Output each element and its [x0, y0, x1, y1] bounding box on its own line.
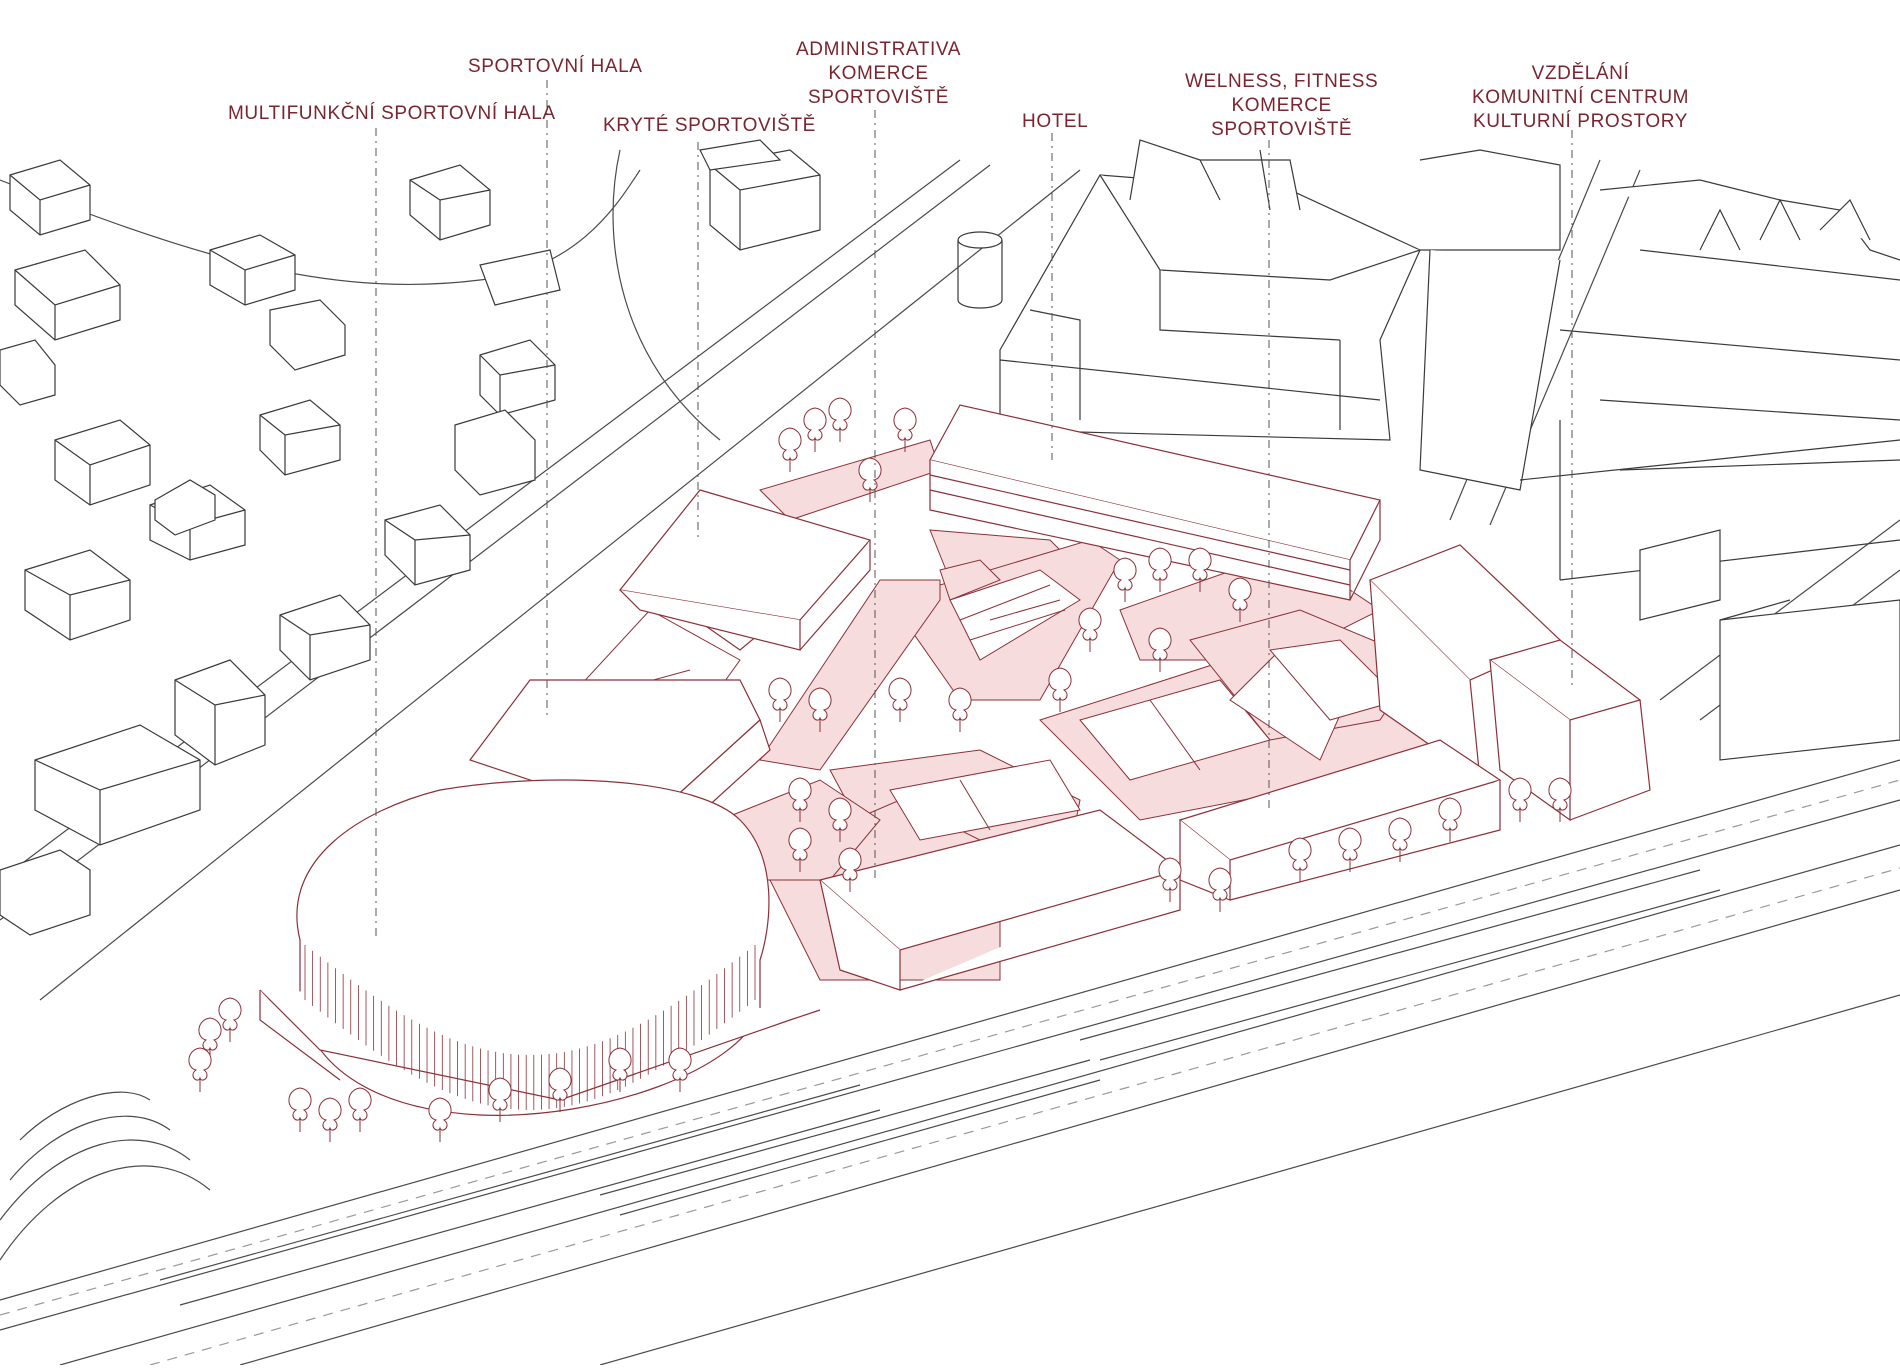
tree — [348, 1087, 372, 1132]
label-kryte-sportoviste: KRYTÉ SPORTOVIŠTĚ — [603, 114, 816, 138]
tree — [888, 677, 912, 722]
label-line: SPORTOVIŠTĚ — [807, 87, 950, 108]
building-hotel — [929, 404, 1381, 601]
label-hotel: HOTEL — [1022, 110, 1088, 134]
tree — [1548, 777, 1572, 822]
tree — [893, 407, 917, 452]
tree — [548, 1067, 572, 1112]
tree — [948, 687, 972, 732]
tree — [198, 1017, 222, 1062]
tree — [1158, 857, 1182, 902]
label-multifunkcni-sportovni-hala: MULTIFUNKČNÍ SPORTOVNÍ HALA — [228, 102, 556, 126]
tree — [1148, 627, 1172, 672]
building-arena — [259, 779, 821, 1116]
label-line: KULTURNÍ PROSTORY — [1473, 111, 1689, 132]
label-line: SPORTOVNÍ HALA — [468, 56, 643, 77]
tree — [668, 1047, 692, 1092]
label-line: ADMINISTRATIVA — [796, 39, 961, 60]
tree — [858, 457, 882, 502]
tree — [768, 677, 792, 722]
label-leader-lines — [375, 80, 1573, 940]
site-trees — [188, 397, 1572, 1142]
context-villas — [0, 139, 1003, 936]
label-line: WELNESS, FITNESS — [1185, 71, 1379, 92]
label-sportovni-hala: SPORTOVNÍ HALA — [468, 55, 643, 79]
tree — [1148, 547, 1172, 592]
tree — [218, 997, 242, 1042]
context-urban-block — [999, 139, 1900, 761]
tree — [428, 1097, 452, 1142]
tree — [778, 427, 802, 472]
tree — [1438, 797, 1462, 842]
label-line: VZDĚLÁNÍ — [1531, 63, 1630, 84]
tree — [1508, 777, 1532, 822]
building-covered-sports — [469, 489, 872, 852]
tree — [1188, 547, 1212, 592]
label-line: KRYTÉ SPORTOVIŠTĚ — [603, 115, 816, 136]
tree — [1288, 837, 1312, 882]
tree — [1208, 867, 1232, 912]
tree — [288, 1087, 312, 1132]
label-line: MULTIFUNKČNÍ SPORTOVNÍ HALA — [228, 103, 556, 124]
tree — [808, 687, 832, 732]
tree — [828, 397, 852, 442]
tree — [1113, 557, 1137, 602]
label-vzdelani: VZDĚLÁNÍ KOMUNITNÍ CENTRUM KULTURNÍ PROS… — [1472, 62, 1689, 134]
tree — [803, 407, 827, 452]
label-line: KOMERCE — [1231, 95, 1332, 116]
label-wellness: WELNESS, FITNESS KOMERCE SPORTOVIŠTĚ — [1185, 70, 1378, 142]
tree — [488, 1077, 512, 1122]
building-education — [1368, 544, 1651, 822]
tree — [828, 797, 852, 842]
tree — [608, 1047, 632, 1092]
tree — [788, 827, 812, 872]
label-line: KOMUNITNÍ CENTRUM — [1472, 87, 1690, 108]
label-administrativa: ADMINISTRATIVA KOMERCE SPORTOVIŠTĚ — [796, 38, 961, 110]
tree — [1338, 827, 1362, 872]
label-line: SPORTOVIŠTĚ — [1211, 119, 1353, 140]
tree — [788, 777, 812, 822]
tree — [1228, 577, 1252, 622]
tree — [1048, 667, 1072, 712]
label-line: KOMERCE — [828, 63, 929, 84]
tree — [188, 1047, 212, 1092]
tree — [838, 847, 862, 892]
tree — [1078, 607, 1102, 652]
label-line: HOTEL — [1022, 111, 1089, 132]
tree — [1388, 817, 1412, 862]
tree — [318, 1097, 342, 1142]
